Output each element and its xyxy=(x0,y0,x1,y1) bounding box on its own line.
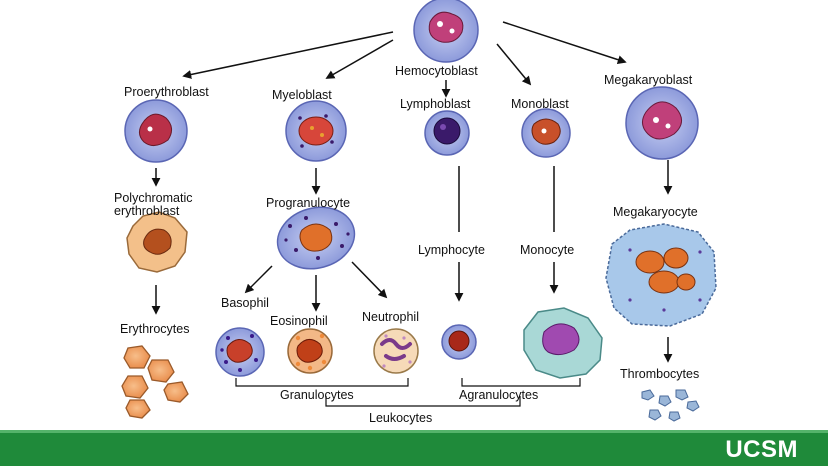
bracket-lines xyxy=(235,378,581,407)
label-thrombocytes: Thrombocytes xyxy=(620,367,700,381)
label-basophil: Basophil xyxy=(221,296,269,310)
basophil-cell xyxy=(215,327,265,377)
label-megakaryocyte: Megakaryocyte xyxy=(613,205,698,219)
progranulocyte-cell xyxy=(276,206,356,270)
label-hemocytoblast: Hemocytoblast xyxy=(395,64,478,78)
label-megakaryoblast: Megakaryoblast xyxy=(604,73,693,87)
thrombocytes-cells xyxy=(641,389,700,422)
label-erythrocytes: Erythrocytes xyxy=(120,322,190,336)
monocyte-cell xyxy=(523,307,603,379)
arrows xyxy=(151,21,673,363)
megakaryoblast-cell xyxy=(625,86,699,160)
label-eosinophil: Eosinophil xyxy=(270,314,328,328)
footer-bar: UCSM xyxy=(0,430,828,466)
hematopoiesis-diagram xyxy=(121,0,717,422)
label-neutrophil: Neutrophil xyxy=(362,310,419,324)
erythrocytes-cells xyxy=(121,345,189,419)
neutrophil-cell xyxy=(373,328,419,374)
polychromatic-erythroblast-cell xyxy=(126,211,188,273)
myeloblast-cell xyxy=(285,100,347,162)
brand-logo: UCSM xyxy=(725,436,798,463)
eosinophil-cell xyxy=(287,328,333,374)
lymphoblast-cell xyxy=(424,110,470,156)
label-lymphoblast: Lymphoblast xyxy=(400,97,471,111)
label-leukocytes: Leukocytes xyxy=(369,411,433,425)
slide-right-margin xyxy=(802,0,828,430)
label-lymphocyte: Lymphocyte xyxy=(418,243,485,257)
megakaryocyte-cell xyxy=(605,223,717,327)
label-polychromatic-line1: Polychromatic xyxy=(114,191,193,205)
lymphocyte-cell xyxy=(441,324,477,360)
label-monocyte: Monocyte xyxy=(520,243,575,257)
monoblast-cell xyxy=(521,108,571,158)
proerythroblast-cell xyxy=(124,99,188,163)
label-progranulocyte: Progranulocyte xyxy=(266,196,351,210)
hemocytoblast-cell xyxy=(413,0,479,63)
label-polychromatic-erythroblast: Polychromatic erythroblast xyxy=(114,192,193,218)
label-proerythroblast: Proerythroblast xyxy=(124,85,209,99)
label-agranulocytes: Agranulocytes xyxy=(459,388,539,402)
label-monoblast: Monoblast xyxy=(511,97,569,111)
label-granulocytes: Granulocytes xyxy=(280,388,354,402)
label-myeloblast: Myeloblast xyxy=(272,88,332,102)
label-polychromatic-line2: erythroblast xyxy=(114,204,180,218)
footer-stripe xyxy=(0,430,828,433)
